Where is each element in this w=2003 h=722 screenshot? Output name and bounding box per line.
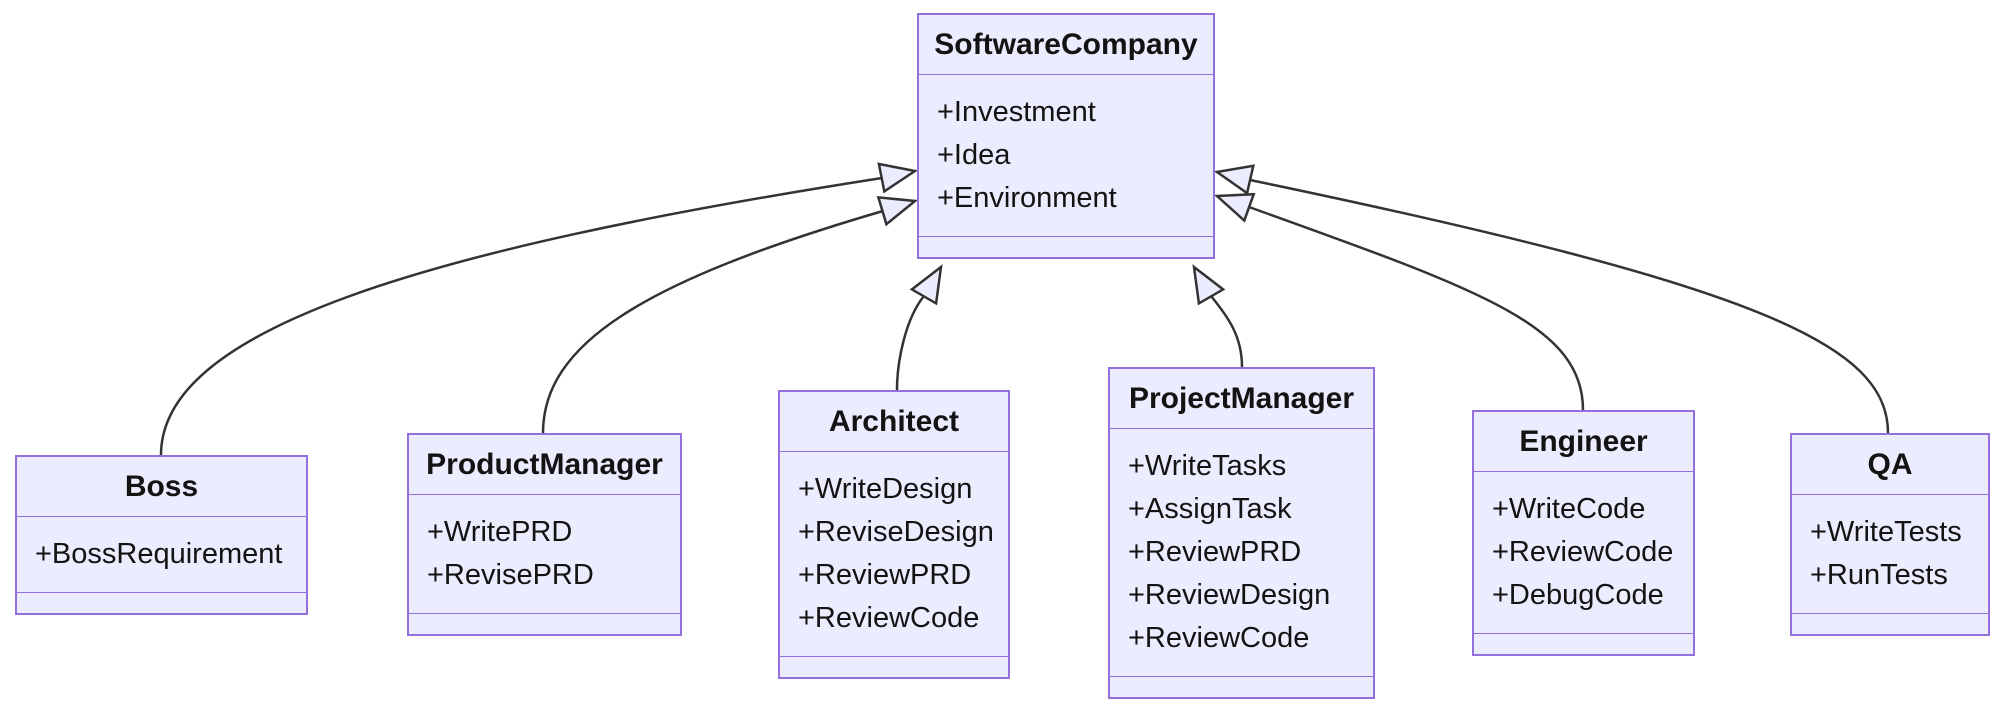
attributes-section: +Investment +Idea +Environment: [919, 75, 1213, 237]
inheritance-arrowhead-productmanager: [876, 195, 919, 227]
class-name: ProjectManager: [1110, 369, 1373, 429]
inheritance-arrowhead-boss: [877, 162, 919, 194]
inheritance-edge-engineer: [1248, 205, 1585, 411]
class-member: +ReviewPRD: [1128, 536, 1302, 568]
attributes-section: +WriteTasks +AssignTask +ReviewPRD +Revi…: [1110, 429, 1373, 677]
class-member: +WritePRD: [427, 516, 573, 548]
methods-section-empty: [1474, 634, 1693, 654]
inheritance-edge-projectmanager: [1210, 295, 1244, 368]
class-member: +RunTests: [1810, 559, 1948, 591]
attributes-section: +WriteTests +RunTests: [1792, 495, 1988, 614]
class-member: +RevisePRD: [427, 559, 594, 591]
class-member: +AssignTask: [1128, 493, 1292, 525]
attributes-section: +WritePRD +RevisePRD: [409, 495, 680, 614]
class-member: +WriteDesign: [798, 473, 973, 505]
class-member: +ReviewCode: [1492, 536, 1674, 568]
inheritance-arrowhead-engineer: [1213, 192, 1256, 223]
class-node-softwarecompany: SoftwareCompany +Investment +Idea +Envir…: [917, 13, 1215, 259]
class-member: +DebugCode: [1492, 579, 1664, 611]
class-member: +WriteTasks: [1128, 450, 1287, 482]
class-name: ProductManager: [409, 435, 680, 495]
class-member: +WriteTests: [1810, 516, 1962, 548]
class-member: +ReviewCode: [798, 602, 980, 634]
class-member: +ReviewCode: [1128, 622, 1310, 654]
attributes-section: +WriteCode +ReviewCode +DebugCode: [1474, 472, 1693, 634]
class-member: +ReviseDesign: [798, 516, 994, 548]
inheritance-edge-architect: [895, 295, 925, 391]
class-node-qa: QA +WriteTests +RunTests: [1790, 433, 1990, 636]
methods-section-empty: [409, 614, 680, 634]
class-node-productmanager: ProductManager +WritePRD +RevisePRD: [407, 433, 682, 636]
class-name: Boss: [17, 457, 306, 517]
class-member: +Investment: [937, 96, 1096, 128]
class-member: +Idea: [937, 139, 1011, 171]
class-node-architect: Architect +WriteDesign +ReviseDesign +Re…: [778, 390, 1010, 679]
class-name: SoftwareCompany: [919, 15, 1213, 75]
class-node-engineer: Engineer +WriteCode +ReviewCode +DebugCo…: [1472, 410, 1695, 656]
inheritance-edge-qa: [1249, 178, 1890, 434]
inheritance-arrowhead-qa: [1213, 164, 1255, 196]
methods-section-empty: [1110, 677, 1373, 697]
inheritance-arrowhead-projectmanager: [1192, 264, 1226, 306]
attributes-section: +WriteDesign +ReviseDesign +ReviewPRD +R…: [780, 452, 1008, 657]
methods-section-empty: [1792, 614, 1988, 634]
inheritance-arrowhead-architect: [909, 264, 943, 306]
inheritance-edge-productmanager: [541, 209, 884, 434]
class-name: QA: [1792, 435, 1988, 495]
methods-section-empty: [919, 237, 1213, 257]
class-member: +ReviewDesign: [1128, 579, 1331, 611]
class-member: +ReviewPRD: [798, 559, 972, 591]
class-member: +Environment: [937, 182, 1117, 214]
methods-section-empty: [17, 593, 306, 613]
attributes-section: +BossRequirement: [17, 517, 306, 593]
class-node-boss: Boss +BossRequirement: [15, 455, 308, 615]
class-node-projectmanager: ProjectManager +WriteTasks +AssignTask +…: [1108, 367, 1375, 699]
inheritance-edge-boss: [159, 176, 883, 456]
class-member: +BossRequirement: [35, 538, 283, 570]
class-name: Engineer: [1474, 412, 1693, 472]
methods-section-empty: [780, 657, 1008, 677]
class-member: +WriteCode: [1492, 493, 1646, 525]
class-name: Architect: [780, 392, 1008, 452]
